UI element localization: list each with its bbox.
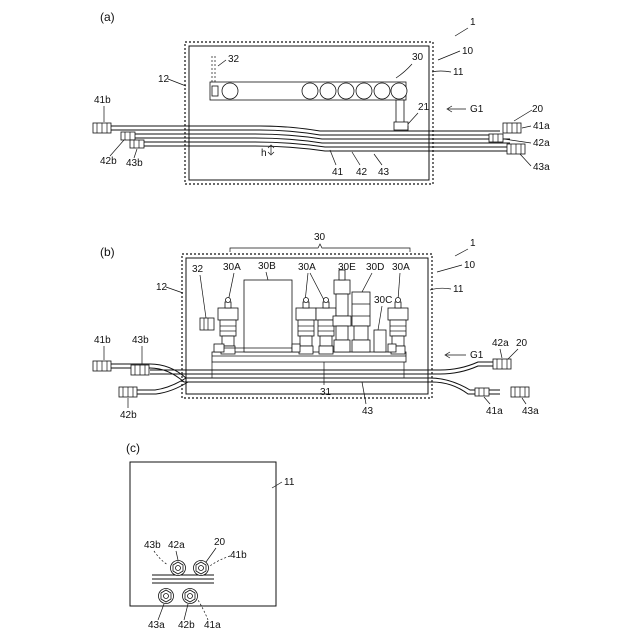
connector-b-41a bbox=[475, 388, 489, 396]
label-c-41a: 41a bbox=[204, 620, 221, 631]
nut-43a bbox=[159, 589, 174, 604]
connector-b-42b bbox=[119, 387, 137, 397]
connector-42b bbox=[121, 132, 135, 140]
component-30b bbox=[244, 280, 292, 352]
label-a-h: h bbox=[261, 148, 267, 159]
label-c-42a: 42a bbox=[168, 540, 185, 551]
nut-42a bbox=[171, 561, 186, 576]
label-b-30d: 30D bbox=[366, 262, 384, 273]
label-a-30: 30 bbox=[412, 52, 424, 63]
label-b-30b: 30B bbox=[258, 261, 276, 272]
label-a-20: 20 bbox=[532, 104, 544, 115]
label-b-43b: 43b bbox=[132, 335, 149, 346]
label-a-42: 42 bbox=[356, 167, 368, 178]
label-a-41b: 41b bbox=[94, 95, 111, 106]
label-c-43b: 43b bbox=[144, 540, 161, 551]
connector-41b bbox=[93, 123, 111, 133]
connector-43a bbox=[507, 144, 525, 154]
label-b-20: 20 bbox=[516, 338, 528, 349]
label-a-g1: G1 bbox=[470, 104, 484, 115]
label-a-1: 1 bbox=[470, 17, 476, 28]
connector-42a bbox=[489, 134, 503, 142]
nut-42b bbox=[183, 589, 198, 604]
label-b-1: 1 bbox=[470, 238, 476, 249]
connector-43b bbox=[130, 140, 144, 148]
panel-c-label: (c) bbox=[126, 441, 140, 455]
label-b-41a: 41a bbox=[486, 406, 503, 417]
label-c-41b: 41b bbox=[230, 550, 247, 561]
connector-b-42a bbox=[493, 359, 511, 369]
panel-c: (c) 11 43b 42a 20 41b 43a 42b 41a bbox=[126, 441, 295, 631]
connector-b-43a bbox=[511, 387, 529, 397]
label-a-43a: 43a bbox=[533, 162, 550, 173]
label-c-11: 11 bbox=[284, 477, 295, 488]
label-a-11: 11 bbox=[453, 67, 464, 78]
label-b-30c: 30C bbox=[374, 295, 392, 306]
side-panel-11 bbox=[130, 462, 276, 606]
label-c-42b: 42b bbox=[178, 620, 195, 631]
label-a-42b: 42b bbox=[100, 156, 117, 167]
connector-41a bbox=[503, 123, 521, 133]
label-a-12: 12 bbox=[158, 74, 170, 85]
label-b-41b: 41b bbox=[94, 335, 111, 346]
label-b-30a-1: 30A bbox=[223, 262, 241, 273]
connector-b-41b bbox=[93, 361, 111, 371]
label-b-30a-2: 30A bbox=[298, 262, 316, 273]
nut-41b bbox=[194, 561, 209, 576]
enclosure-11 bbox=[189, 46, 429, 180]
label-a-21: 21 bbox=[418, 102, 430, 113]
label-b-42a: 42a bbox=[492, 338, 509, 349]
label-b-31: 31 bbox=[320, 387, 332, 398]
label-a-10: 10 bbox=[462, 46, 474, 57]
label-b-12: 12 bbox=[156, 282, 168, 293]
panel-b-label: (b) bbox=[100, 245, 115, 259]
label-a-41: 41 bbox=[332, 167, 344, 178]
panel-b: (b) 30 1 10 11 12 32 30A 30B 30A 30E 30D… bbox=[93, 232, 539, 421]
label-b-11: 11 bbox=[453, 284, 464, 295]
label-c-20: 20 bbox=[214, 537, 226, 548]
label-b-42b: 42b bbox=[120, 410, 137, 421]
label-a-32: 32 bbox=[228, 54, 240, 65]
label-c-43a: 43a bbox=[148, 620, 165, 631]
label-b-g1: G1 bbox=[470, 350, 484, 361]
label-a-42a: 42a bbox=[533, 138, 550, 149]
label-b-30a-3: 30A bbox=[392, 262, 410, 273]
panel-a-label: (a) bbox=[100, 10, 115, 24]
label-b-43a: 43a bbox=[522, 406, 539, 417]
label-a-43: 43 bbox=[378, 167, 390, 178]
label-a-43b: 43b bbox=[126, 158, 143, 169]
panel-a: (a) 1 10 11 12 30 32 21 bbox=[93, 10, 550, 184]
label-b-43: 43 bbox=[362, 406, 374, 417]
label-b-32: 32 bbox=[192, 264, 204, 275]
connector-b-43b bbox=[131, 365, 149, 375]
label-a-41a: 41a bbox=[533, 121, 550, 132]
label-b-10: 10 bbox=[464, 260, 476, 271]
label-b-30: 30 bbox=[314, 232, 326, 243]
